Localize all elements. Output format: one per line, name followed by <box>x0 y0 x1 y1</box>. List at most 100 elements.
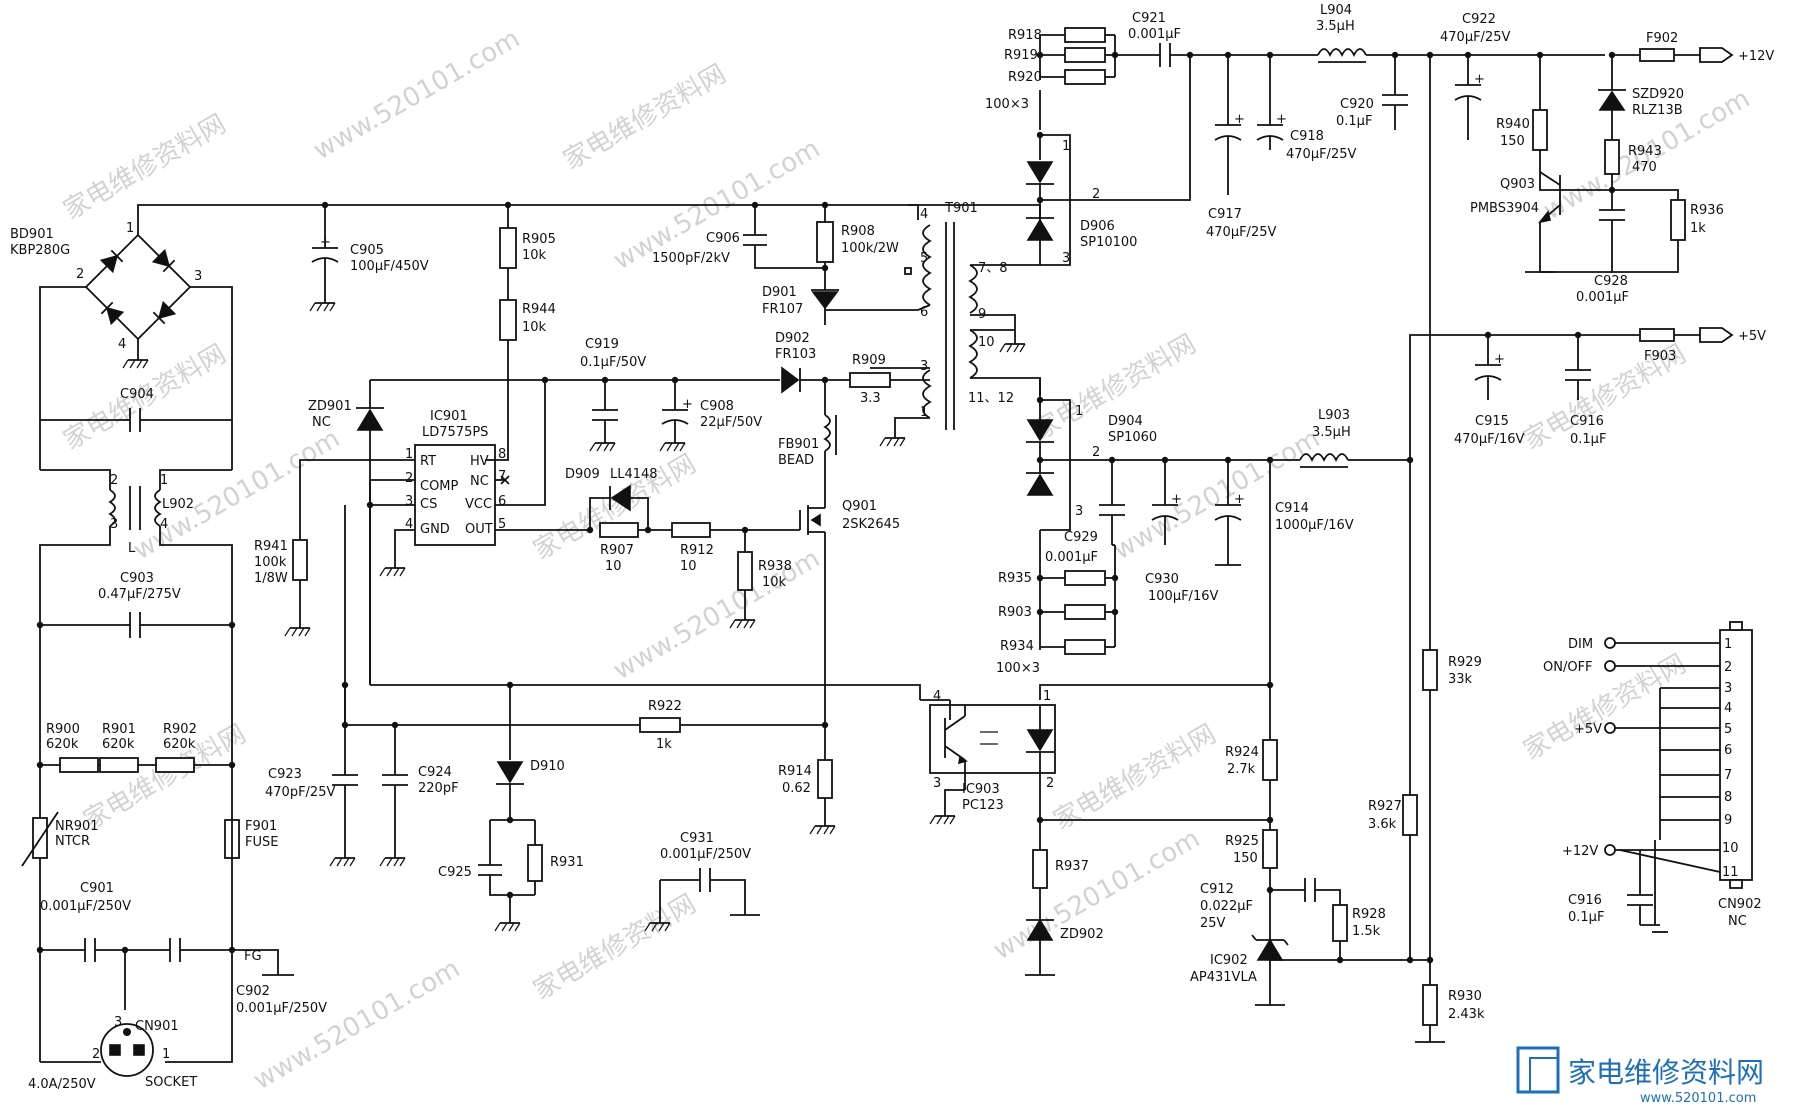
r941-ref: R941 <box>254 539 288 554</box>
c916-val: 0.1μF <box>1570 432 1606 447</box>
t-pin-1: 1 <box>920 405 928 420</box>
l904-ref: L904 <box>1320 3 1352 18</box>
ic901-controller: IC901 LD7575PS RT COMP CS GND HV NC VCC … <box>405 409 506 546</box>
t901-transformer: T901 4 5 6 3 1 7、8 9 10 11、12 <box>825 201 1041 447</box>
cn901-rating: 4.0A/250V <box>28 1077 96 1092</box>
svg-text:+: + <box>682 397 693 412</box>
output-5v: +5V <box>1738 329 1766 344</box>
r914-ref: R914 <box>778 764 812 779</box>
r909-ref: R909 <box>852 353 886 368</box>
f901-ref: F901 <box>245 819 277 834</box>
r901-val: 620k <box>102 737 135 752</box>
c924-val: 220pF <box>418 781 459 796</box>
c916-ref: C916 <box>1570 414 1604 429</box>
c922-ref: C922 <box>1462 12 1496 27</box>
bd-pin-2: 2 <box>76 267 84 282</box>
cn902-pin: 4 <box>1724 701 1732 716</box>
pin-1: 1 <box>405 447 413 462</box>
pin-gnd: GND <box>420 522 450 537</box>
fb901-ref: FB901 <box>778 437 819 452</box>
c925-ref: C925 <box>438 865 472 880</box>
svg-text:+: + <box>1234 112 1245 127</box>
c918-ref: C918 <box>1290 129 1324 144</box>
r927-val: 3.6k <box>1368 817 1397 832</box>
r928-ref: R928 <box>1352 907 1386 922</box>
c902-ref: C902 <box>236 984 270 999</box>
c914-ref: C914 <box>1275 501 1309 516</box>
c916b-val: 0.1μF <box>1568 910 1604 925</box>
l903-val: 3.5μH <box>1312 425 1351 440</box>
r920-ref: R920 <box>1008 70 1042 85</box>
d901-ref: D901 <box>762 285 797 300</box>
bridge-rectifier: BD901 KBP280G 1 2 3 4 <box>10 215 202 369</box>
t-pin-4: 4 <box>920 207 928 222</box>
bd-pin-3: 3 <box>194 269 202 284</box>
r937-ref: R937 <box>1055 859 1089 874</box>
c919-val: 0.1μF/50V <box>580 355 646 370</box>
pin-4: 4 <box>405 517 413 532</box>
cn902-pin: 7 <box>1724 768 1732 783</box>
f902-ref: F902 <box>1646 31 1678 46</box>
watermark-url: www.520101.com <box>309 24 526 166</box>
output-12v: +12V <box>1738 49 1774 64</box>
c924-ref: C924 <box>418 765 452 780</box>
cn901-socket: CN901 4.0A/250V SOCKET 3 2 1 <box>28 935 197 1092</box>
pin-hv: HV <box>470 454 489 469</box>
r929-val: 33k <box>1448 672 1473 687</box>
r941-val: 100k <box>254 555 287 570</box>
bd-pin-4: 4 <box>118 337 126 352</box>
pin-out: OUT <box>465 522 493 537</box>
pin-rt: RT <box>420 454 436 469</box>
r912-ref: R912 <box>680 543 714 558</box>
d906-pin-1: 1 <box>1062 139 1070 154</box>
r902-val: 620k <box>163 737 196 752</box>
c903-val: 0.47μF/275V <box>98 587 181 602</box>
q901-mosfet: Q901 2SK2645 <box>799 499 900 725</box>
socket-label: SOCKET <box>145 1075 197 1090</box>
cn902-pin: 1 <box>1724 637 1732 652</box>
c922-val: 470μF/25V <box>1440 30 1510 45</box>
t-pin-5: 5 <box>920 251 928 266</box>
c912-v: 25V <box>1200 916 1226 931</box>
r907-ref: R907 <box>600 543 634 558</box>
r900-val: 620k <box>46 737 79 752</box>
r912-val: 10 <box>680 559 697 574</box>
r908-val: 100k/2W <box>841 241 899 256</box>
pin-comp: COMP <box>420 479 459 494</box>
logo-url: www.520101.com <box>1640 1091 1756 1106</box>
r930-ref: R930 <box>1448 989 1482 1004</box>
f903-ref: F903 <box>1644 349 1676 364</box>
c923-val: 470pF/25V <box>265 785 335 800</box>
l903-ref: L903 <box>1318 408 1350 423</box>
r905-val: 10k <box>522 248 547 263</box>
d904-pin-3: 3 <box>1075 504 1083 519</box>
l902-pin-1: 1 <box>160 473 168 488</box>
ic903-pin-2: 2 <box>1046 776 1054 791</box>
r918-ref: R918 <box>1008 28 1042 43</box>
dim-label: DIM <box>1568 637 1593 652</box>
r918-r920-snubber: R918 R919 R920 100×3 <box>985 27 1119 112</box>
r922-val: 1k <box>656 737 672 752</box>
c902-val: 0.001μF/250V <box>236 1001 327 1016</box>
pin-6: 6 <box>498 494 506 509</box>
logo-text: 家电维修资料网 <box>1568 1056 1764 1089</box>
watermark-url: www.520101.com <box>609 544 826 686</box>
t-pin-1112: 11、12 <box>968 391 1014 406</box>
r919-ref: R919 <box>1004 48 1038 63</box>
r925-val: 150 <box>1233 851 1258 866</box>
svg-text:+: + <box>1474 72 1485 87</box>
r938-ref: R938 <box>758 559 792 574</box>
r907-val: 10 <box>605 559 622 574</box>
r902-ref: R902 <box>163 722 197 737</box>
r943-ref: R943 <box>1628 144 1662 159</box>
ic903-part: PC123 <box>962 798 1004 813</box>
svg-text:+: + <box>1234 492 1245 507</box>
l904-val: 3.5μH <box>1316 19 1355 34</box>
t-pin-10: 10 <box>978 335 995 350</box>
r931-ref: R931 <box>550 855 584 870</box>
r930-val: 2.43k <box>1448 1007 1485 1022</box>
l902-ref: L902 <box>162 497 194 512</box>
ic901-ref: IC901 <box>430 409 468 424</box>
c928-ref: C928 <box>1594 274 1628 289</box>
d906-part: SP10100 <box>1080 235 1137 250</box>
